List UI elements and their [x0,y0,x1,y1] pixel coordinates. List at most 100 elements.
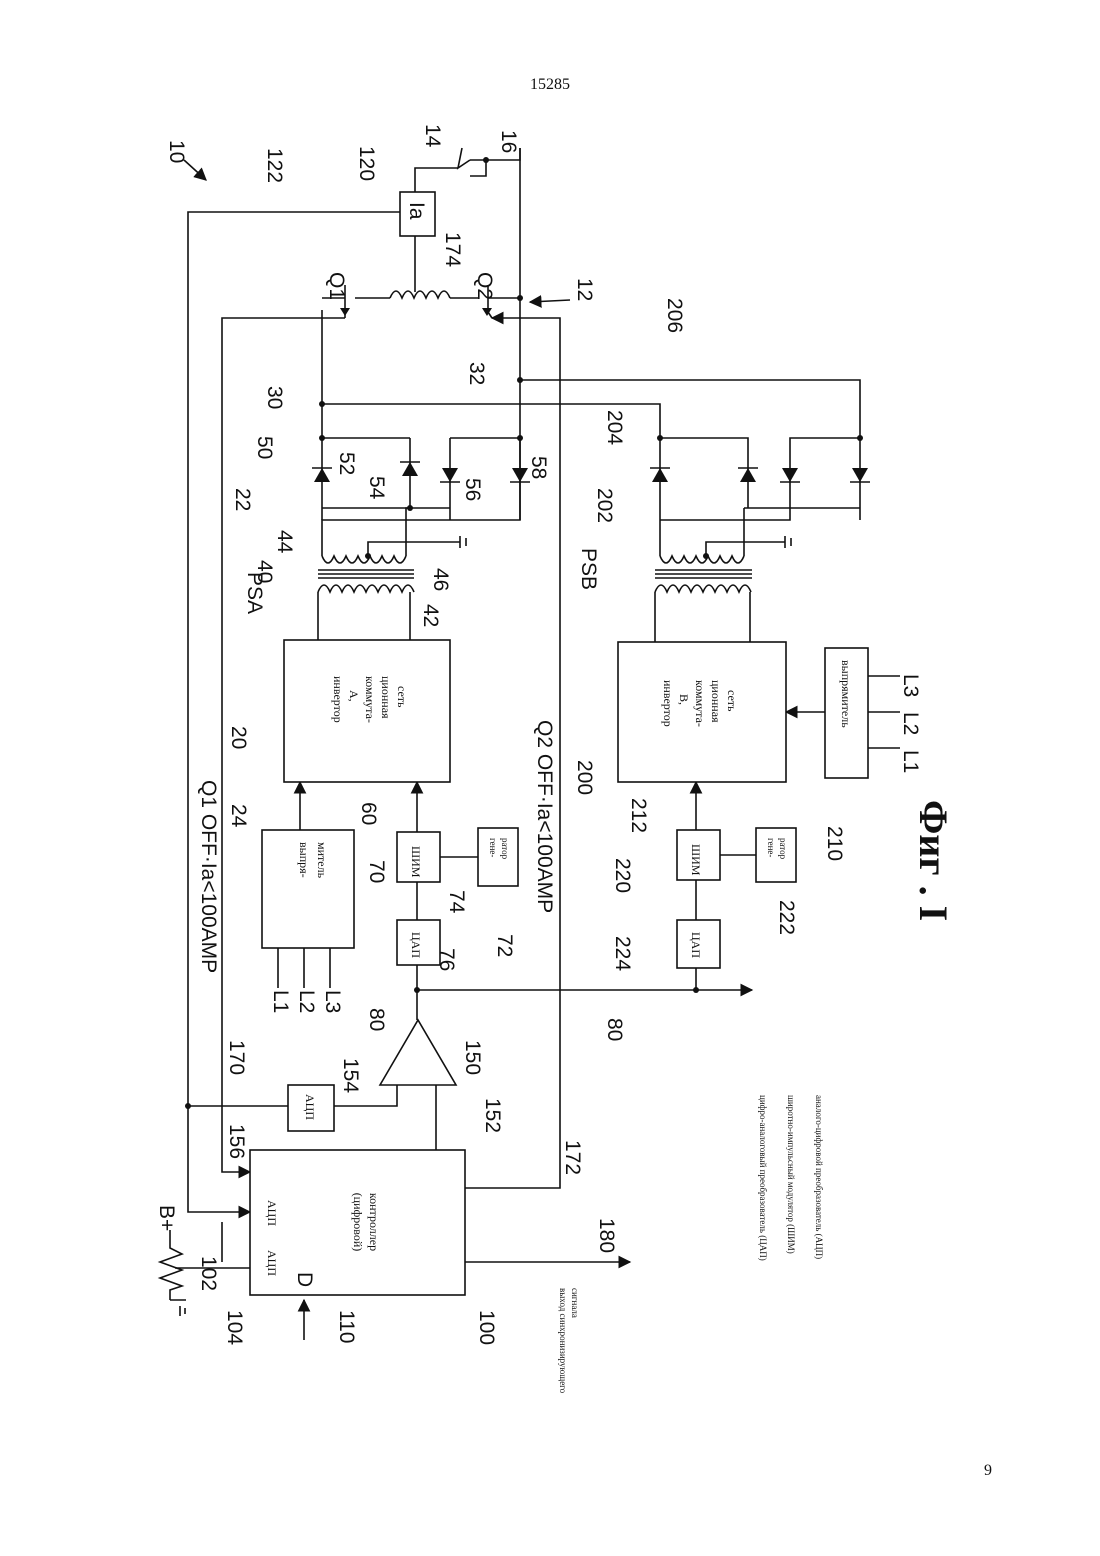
rectifier-a-line2: митель [315,842,329,879]
adc-label: АЦП [303,1094,317,1120]
ref-110: 110 [335,1310,358,1343]
ref-40: 40 [253,560,276,583]
diode-58 [512,468,528,482]
inverter-b-block: инвертор B, коммута- ционная сеть [618,642,786,782]
q2-label: Q2 [473,272,496,300]
controller-title: контроллер [367,1193,381,1251]
adc-block: АЦП [288,1085,334,1131]
q2-off-condition: Q2 OFF·Ia<100AMP [533,720,556,913]
ref-152: 152 [481,1098,504,1133]
ref-72: 72 [493,934,516,957]
ref-102: 102 [197,1256,220,1291]
rectifier-b-block: выпрямитель [825,648,868,778]
inverter-b-line4: ционная [709,680,723,723]
ref-104: 104 [223,1310,246,1345]
ref-222: 222 [775,900,798,935]
ref-80-a: 80 [365,1008,388,1031]
dac-b-block: ЦАП [677,920,720,968]
ref-24: 24 [227,804,250,828]
diode-54 [402,462,418,476]
controller-d-label: D [293,1272,316,1287]
rectifier-a-line1: выпря- [297,842,311,878]
dac-b-label: ЦАП [689,932,703,958]
ref-60: 60 [357,802,380,825]
legend-item-dac: цифро-аналоговый преобразователь (ЦАП) [758,1095,768,1261]
inverter-a-line5: сеть [395,686,409,708]
pwm-b-block: ШИМ [677,830,720,880]
input-l1-a: L1 [269,990,292,1013]
ref-80-b: 80 [603,1018,626,1041]
diode-b1 [652,468,668,482]
ref-200: 200 [573,760,596,795]
legend-item-adc: аналого-цифровой преобразователь (АЦП) [814,1095,824,1259]
current-sensor-block: Ia [400,192,435,236]
ref-16: 16 [497,130,520,153]
inverter-b-line2: B, [677,694,691,705]
ref-202: 202 [593,488,616,523]
ref-12: 12 [573,278,596,301]
diodes [312,462,870,482]
ref-52: 52 [335,452,358,475]
ref-224: 224 [611,936,634,971]
inverter-a-line1: инвертор [331,676,345,723]
inverter-a-line3: коммута- [363,676,377,723]
controller-adc-label-2: АЦП [265,1200,279,1226]
ref-150: 150 [461,1040,484,1075]
generator-b-block: гене- ратор [756,828,796,882]
input-l3-b: L3 [899,674,922,697]
ref-42: 42 [419,604,442,627]
sync-output-line1: выход синхронизирующего [558,1288,568,1394]
rectifier-a-block: выпря- митель [262,830,354,948]
ref-46: 46 [429,568,452,591]
generator-a-block: гене- ратор [478,828,518,886]
generator-a-line1: гене- [488,838,498,857]
ref-156: 156 [225,1124,248,1159]
pwm-b-label: ШИМ [689,844,703,876]
controller-subtitle: (цифровой) [351,1193,365,1252]
current-sensor-label: Ia [405,202,428,220]
ref-170: 170 [225,1040,248,1075]
diode-b4 [852,468,868,482]
figure-title: Фиг . I [911,800,956,921]
ref-56: 56 [461,478,484,501]
input-l2-b: L2 [899,712,922,735]
ref-30: 30 [263,386,286,409]
inverter-a-line2: A, [347,690,361,702]
ref-32: 32 [465,362,488,385]
ref-120: 120 [355,146,378,181]
input-l2-a: L2 [295,990,318,1013]
ref-100: 100 [475,1310,498,1345]
rectifier-b-label: выпрямитель [839,660,853,728]
input-l1-b: L1 [899,750,922,773]
diode-52 [314,468,330,482]
ref-20: 20 [227,726,250,749]
dac-a-label: ЦАП [409,932,423,958]
ref-210: 210 [823,826,846,861]
ref-172: 172 [561,1140,584,1175]
ref-74: 74 [445,890,468,914]
ref-174: 174 [441,232,464,267]
sync-output-line2: сигнала [570,1288,580,1318]
ref-220: 220 [611,858,634,893]
diode-56 [442,468,458,482]
inverter-a-block: инвертор A, коммута- ционная сеть [284,640,450,782]
legend-item-pwm: широтно-импульсный модулятор (ШИМ) [786,1095,796,1254]
pwm-a-label: ШИМ [409,846,423,878]
diode-b2 [740,468,756,482]
legend: цифро-аналоговый преобразователь (ЦАП) ш… [758,1095,824,1261]
generator-a-line2: ратор [500,838,510,860]
ref-204: 204 [603,410,626,445]
diode-b3 [782,468,798,482]
controller-adc-label-1: АЦП [265,1250,279,1276]
ref-14: 14 [421,124,444,148]
ref-44: 44 [273,530,296,554]
amplifier-150 [380,1020,456,1085]
ref-58: 58 [527,456,550,479]
input-l3-a: L3 [321,990,344,1013]
ref-76: 76 [435,948,458,971]
dac-a-block: ЦАП [397,920,440,965]
inverter-b-line1: инвертор [661,680,675,727]
ref-70: 70 [365,860,388,883]
inverter-a-line4: ционная [379,676,393,719]
